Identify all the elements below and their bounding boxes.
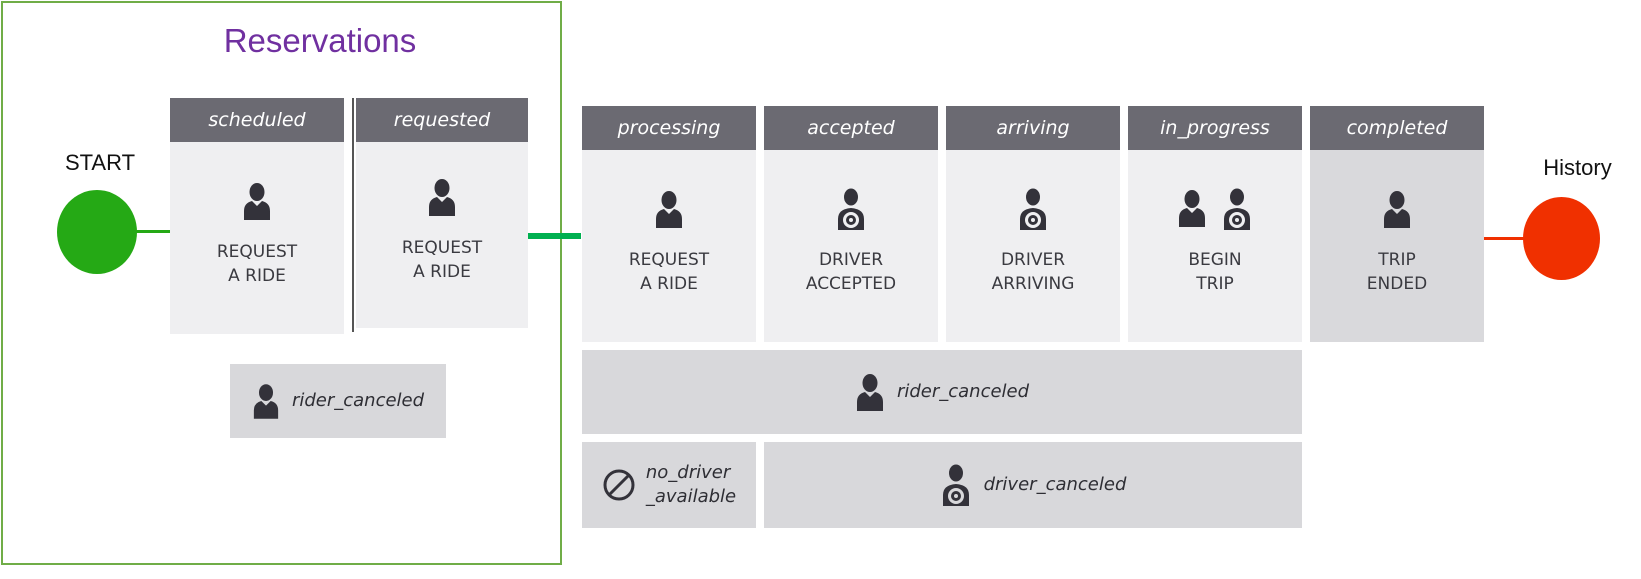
state-header-scheduled: scheduled: [170, 98, 344, 142]
state-header-in-progress: in_progress: [1128, 106, 1302, 150]
state-card-accepted: accepted DRIVER ACCEPTED: [764, 106, 938, 342]
prohibited-icon: [603, 469, 635, 501]
state-text-line1: DRIVER: [818, 250, 884, 270]
state-text-line2: TRIP: [1196, 274, 1234, 294]
driver-icon: [1020, 188, 1046, 230]
state-header-processing: processing: [582, 106, 756, 150]
state-card-in-progress: in_progress BEGIN TRIP: [1128, 106, 1302, 342]
state-text-line1: REQUEST: [401, 238, 483, 258]
state-header-requested: requested: [356, 98, 528, 142]
state-text-line2: A RIDE: [228, 266, 286, 286]
history-label: History: [1543, 155, 1612, 180]
state-text-line1: REQUEST: [216, 242, 298, 262]
no-driver-available-bar: no_driver _available: [582, 442, 756, 528]
no-driver-label-line2: _available: [645, 486, 737, 507]
reservations-group-box: [1, 1, 562, 565]
state-text-line2: A RIDE: [640, 274, 698, 294]
rider-canceled-label: rider_canceled: [291, 390, 425, 411]
state-text-line1: DRIVER: [1000, 250, 1066, 270]
rider-icon: [1384, 191, 1410, 228]
rider-icon: [429, 179, 455, 216]
state-text-line2: ARRIVING: [991, 274, 1075, 294]
rider-icon: [244, 183, 270, 220]
rider-canceled-label: rider_canceled: [896, 381, 1030, 402]
state-text-line2: ACCEPTED: [805, 274, 897, 294]
state-header-arriving: arriving: [946, 106, 1120, 150]
state-card-arriving: arriving DRIVER ARRIVING: [946, 106, 1120, 342]
state-text-line2: ENDED: [1366, 274, 1428, 294]
driver-icon: [942, 464, 969, 506]
state-header-completed: completed: [1310, 106, 1484, 150]
driver-canceled-bar: driver_canceled: [764, 442, 1302, 528]
driver-icon: [1223, 188, 1250, 230]
rider-icon: [1179, 190, 1206, 227]
state-card-requested: requested REQUEST A RIDE: [356, 98, 528, 328]
state-card-completed: completed TRIP ENDED: [1310, 106, 1484, 342]
driver-canceled-label: driver_canceled: [983, 474, 1127, 495]
history-circle: [1523, 197, 1600, 280]
state-card-scheduled: scheduled REQUEST A RIDE: [170, 98, 344, 334]
rider-icon: [656, 191, 682, 228]
driver-icon: [838, 188, 864, 230]
state-card-processing: processing REQUEST A RIDE: [582, 106, 756, 342]
state-text-line2: A RIDE: [413, 262, 471, 282]
scheduled-requested-divider: [352, 98, 354, 332]
reservation-rider-canceled-bar: rider_canceled: [230, 364, 446, 438]
state-header-accepted: accepted: [764, 106, 938, 150]
rider-canceled-bar: rider_canceled: [582, 350, 1302, 434]
reservations-title: Reservations: [223, 22, 417, 59]
reservations-processing-connector: [526, 233, 581, 239]
start-circle: [57, 190, 137, 274]
rider-icon: [856, 374, 883, 411]
history-connector: [1474, 237, 1526, 240]
no-driver-label-line1: no_driver: [645, 462, 731, 483]
no-driver-available-label: no_driver _available: [646, 461, 736, 509]
state-text-line1: BEGIN: [1188, 250, 1242, 270]
start-label: START: [64, 150, 136, 175]
rider-icon: [253, 384, 279, 419]
state-text-line1: REQUEST: [628, 250, 710, 270]
start-connector: [136, 230, 170, 233]
state-text-line1: TRIP: [1378, 250, 1416, 270]
